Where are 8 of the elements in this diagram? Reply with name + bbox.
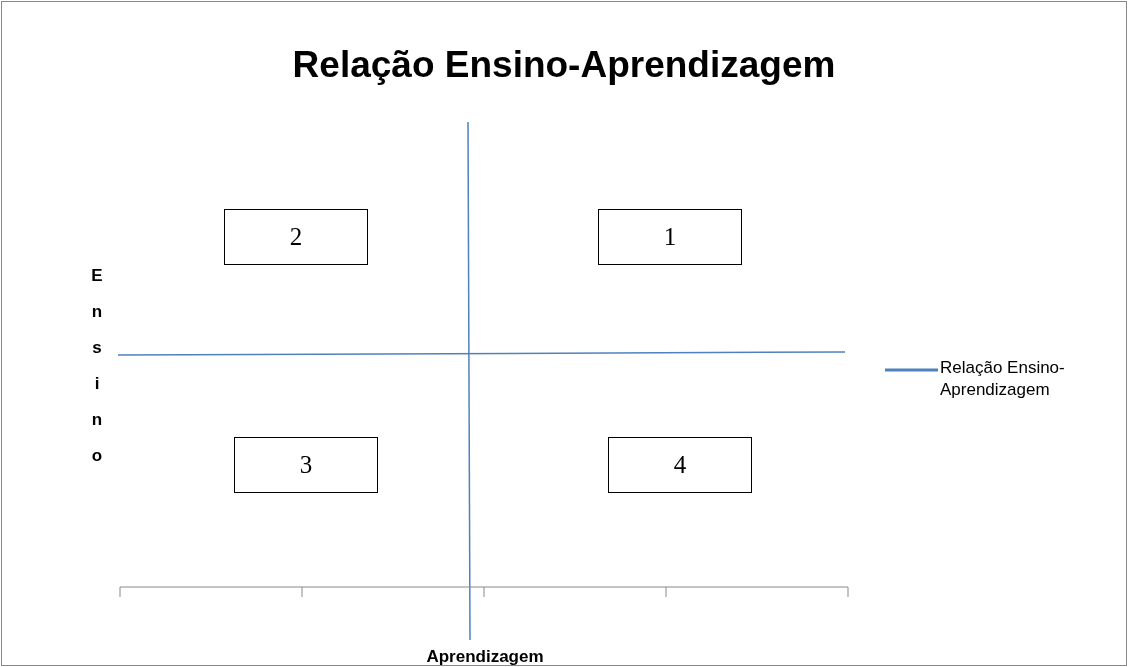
quadrant-box: 4 [608, 437, 752, 493]
legend-label: Relação Ensino-Aprendizagem [940, 357, 1066, 401]
quadrant-box: 2 [224, 209, 368, 265]
quadrant-box: 3 [234, 437, 378, 493]
axis-title: Aprendizagem [425, 647, 545, 667]
quadrant-box: 1 [598, 209, 742, 265]
axis-title: Ensino [90, 265, 104, 467]
chart-title: Relação Ensino-Aprendizagem [291, 44, 837, 86]
